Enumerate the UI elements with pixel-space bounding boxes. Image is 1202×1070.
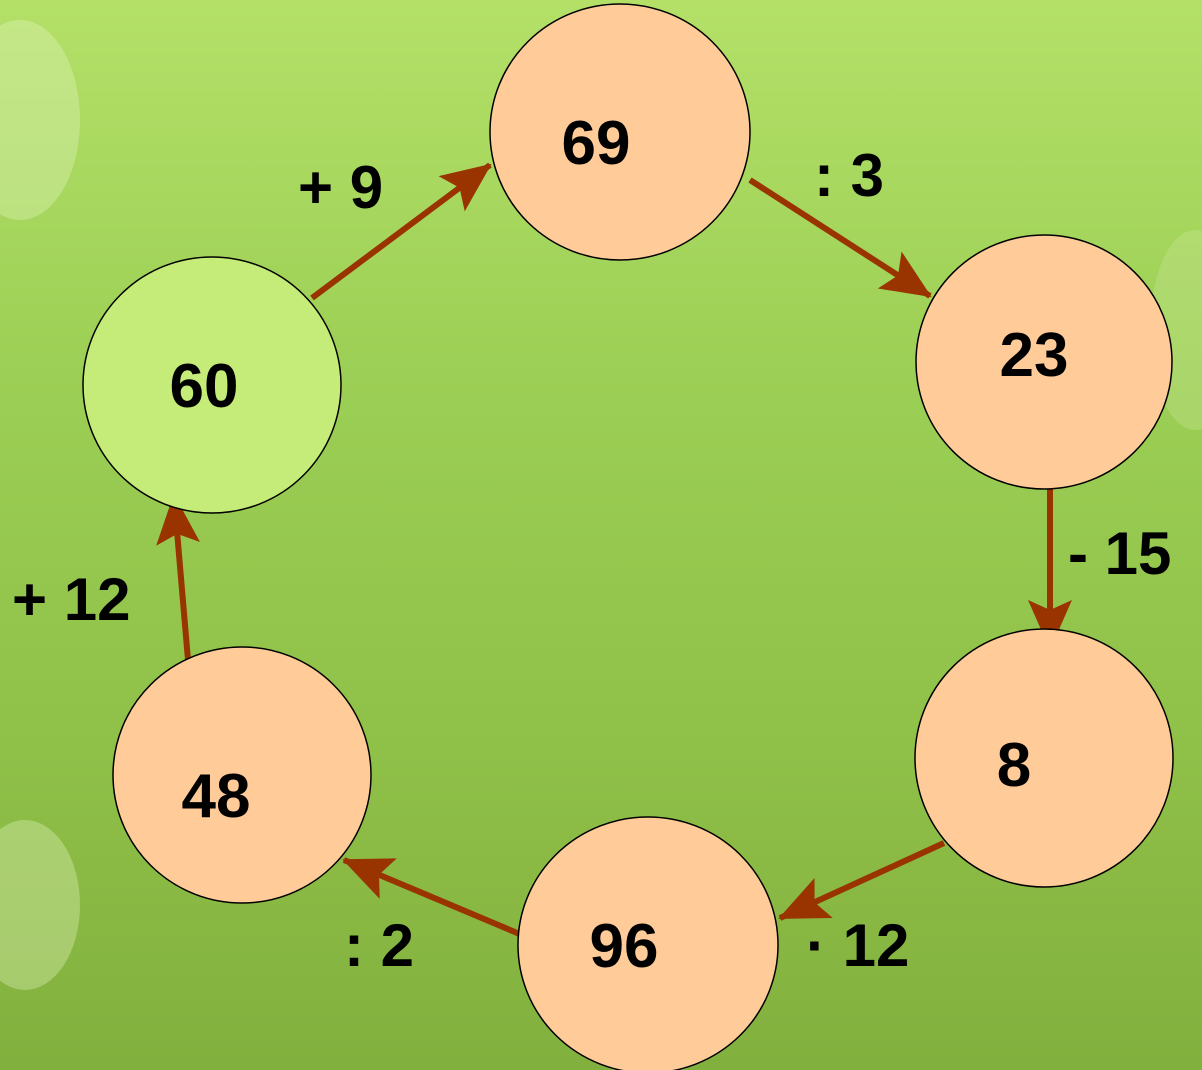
node-23: 23 xyxy=(915,234,1173,490)
node-60: 60 xyxy=(82,256,342,514)
node-69-label: 69 xyxy=(562,109,631,178)
op-label-plus-12: + 12 xyxy=(12,566,130,633)
node-23-label: 23 xyxy=(1000,321,1069,390)
op-label-minus-15: - 15 xyxy=(1068,520,1171,587)
node-96-circle xyxy=(517,816,779,1070)
node-8: 8 xyxy=(914,628,1174,888)
node-96: 96 xyxy=(517,816,779,1070)
node-48-circle xyxy=(112,646,372,904)
node-60-circle xyxy=(82,256,342,514)
node-48: 48 xyxy=(112,646,372,904)
arrow-69-to-23 xyxy=(748,177,932,299)
arrow-96-to-48 xyxy=(342,857,524,938)
arrow-60-to-69 xyxy=(310,162,492,301)
node-23-circle xyxy=(915,234,1173,490)
arrows xyxy=(156,162,1072,938)
node-48-label: 48 xyxy=(182,762,251,831)
node-60-label: 60 xyxy=(170,352,239,421)
arrow-48-to-60 xyxy=(156,494,201,661)
op-label-times-12: · 12 xyxy=(806,912,909,979)
node-96-label: 96 xyxy=(590,912,659,981)
node-69-circle xyxy=(489,3,751,261)
node-8-label: 8 xyxy=(997,731,1031,800)
node-69: 69 xyxy=(489,3,751,261)
op-label-div-3: : 3 xyxy=(814,142,884,209)
op-label-div-2: : 2 xyxy=(344,912,414,979)
op-label-plus-9: + 9 xyxy=(298,154,383,221)
operation-labels: + 9 : 3 - 15 · 12 : 2 + 12 xyxy=(12,142,1171,979)
node-8-circle xyxy=(914,628,1174,888)
arrow-8-to-96 xyxy=(778,840,946,921)
